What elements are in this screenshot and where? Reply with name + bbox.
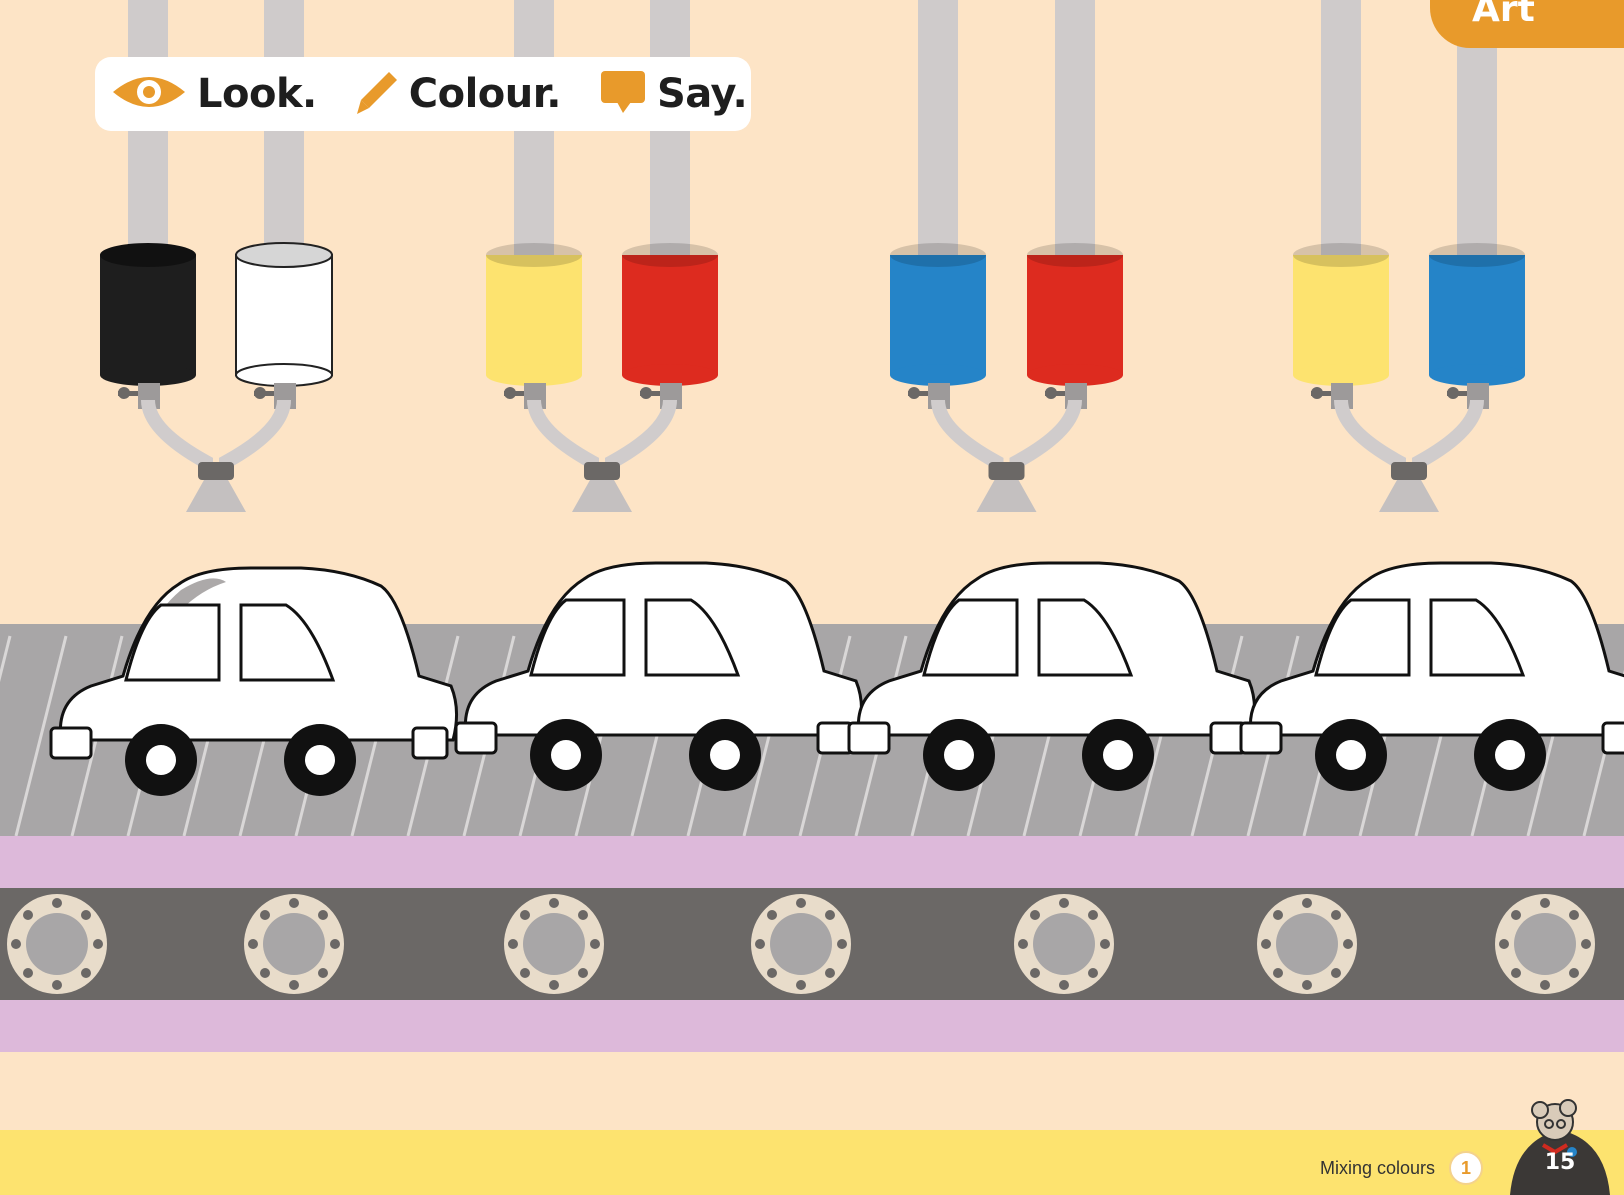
bottom-strip <box>0 1130 1624 1195</box>
car <box>49 566 458 796</box>
pencil-icon <box>355 68 399 120</box>
speech-bubble-icon <box>599 69 647 119</box>
paint-can <box>486 255 582 375</box>
belt-roller <box>1495 894 1595 994</box>
paint-can <box>235 254 333 376</box>
belt-top-band <box>0 836 1624 888</box>
instruction-colour: Colour. <box>408 71 562 117</box>
car-window <box>529 598 626 677</box>
car-window <box>1429 598 1526 677</box>
paint-can <box>890 255 986 375</box>
belt-roller <box>1014 894 1114 994</box>
paint-can <box>1429 255 1525 375</box>
car <box>1239 561 1624 791</box>
cars <box>49 561 1624 796</box>
belt-roller <box>1257 894 1357 994</box>
belt-bottom-band <box>0 1000 1624 1052</box>
belt-roller <box>7 894 107 994</box>
car-window <box>1314 598 1411 677</box>
car-window <box>1037 598 1134 677</box>
car-window <box>644 598 741 677</box>
belt-rollers <box>7 894 1595 994</box>
belt-roller <box>244 894 344 994</box>
belt-roller <box>751 894 851 994</box>
instruction-say: Say. <box>656 71 748 117</box>
car-window <box>922 598 1019 677</box>
mascot-mouse-icon <box>1510 1099 1610 1195</box>
paint-can <box>1293 255 1389 375</box>
instruction-look: Look. <box>197 71 317 117</box>
eye-icon <box>111 70 187 118</box>
page-number: 15 <box>1544 1150 1576 1175</box>
paint-can <box>1027 255 1123 375</box>
car-window <box>124 603 221 682</box>
car-window <box>239 603 336 682</box>
paint-can <box>100 255 196 375</box>
footer-topic: Mixing colours <box>1320 1157 1436 1178</box>
paint-machines <box>100 0 1525 512</box>
footer: Mixing colours 1 <box>1320 1150 1484 1186</box>
belt-roller <box>504 894 604 994</box>
subject-tab-label: Art <box>1472 0 1535 30</box>
unit-badge: 1 <box>1449 1151 1484 1185</box>
car <box>847 561 1256 791</box>
paint-can <box>622 255 718 375</box>
instruction-bar: Look. Colour. Say. <box>95 57 751 131</box>
paint-machine <box>890 0 1123 512</box>
subject-tab: Art <box>1430 0 1624 48</box>
car <box>454 561 863 791</box>
paint-machine <box>1293 0 1525 512</box>
